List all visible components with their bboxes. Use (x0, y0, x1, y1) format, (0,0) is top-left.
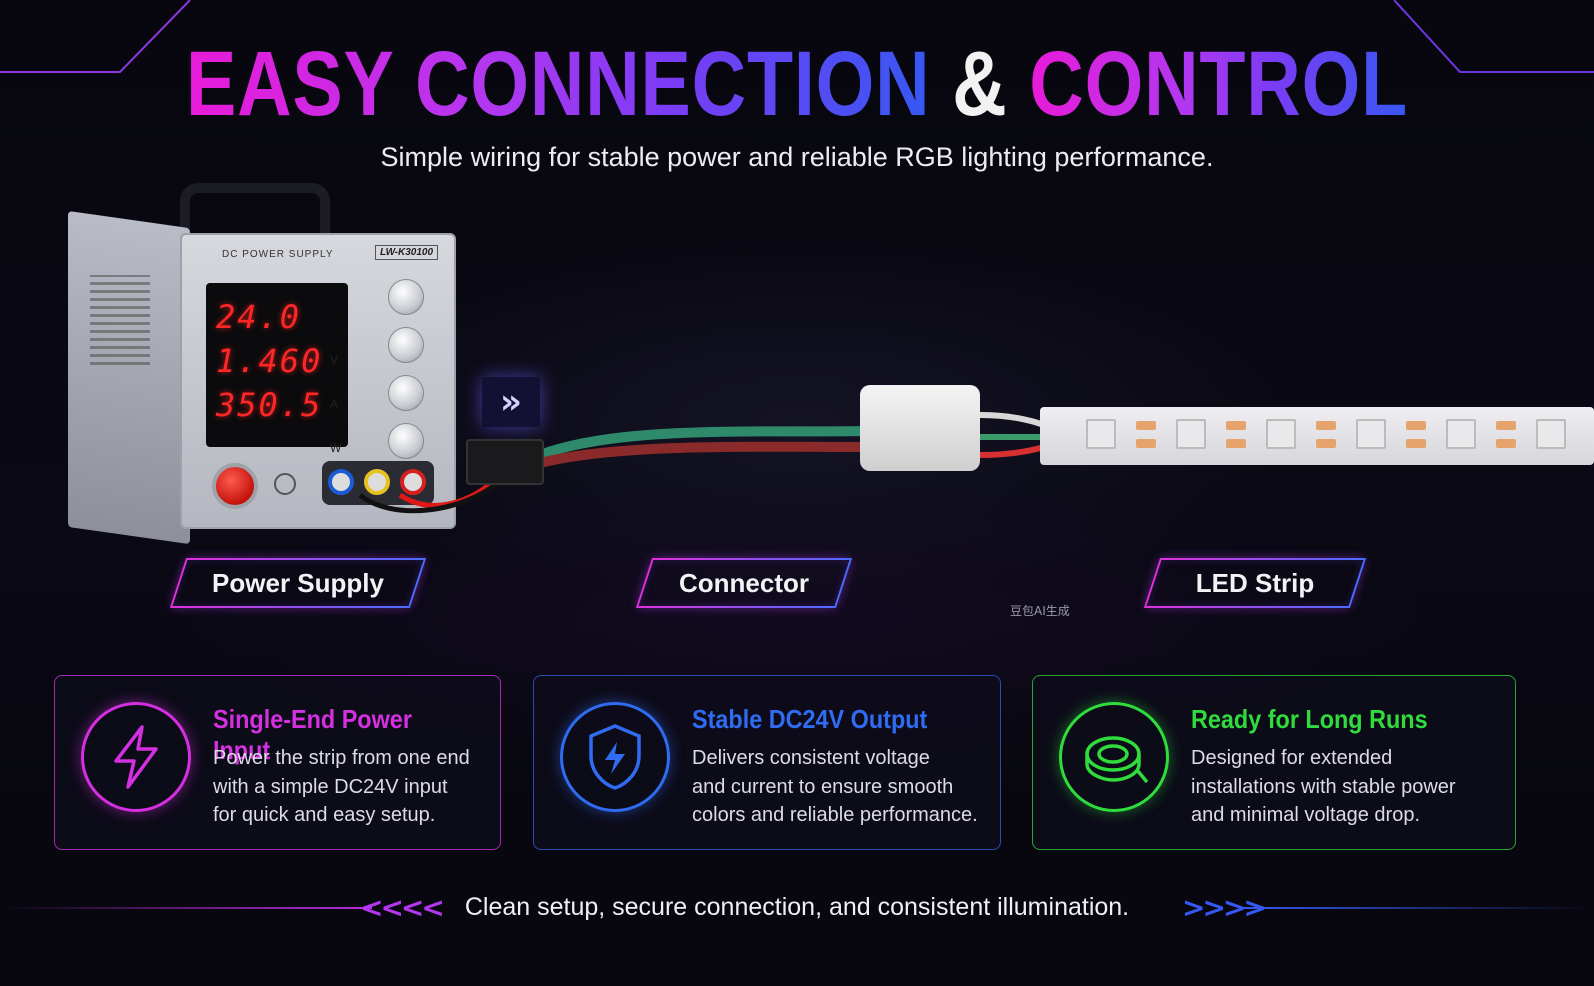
label-power-supply: Power Supply (169, 558, 427, 608)
card-description: Delivers consistent voltage and current … (692, 744, 992, 830)
lightning-icon (81, 702, 191, 812)
psu-brand-label: DC POWER SUPPLY (222, 249, 334, 260)
footer-right-line (1240, 907, 1594, 909)
psu-vents (90, 275, 150, 365)
led-chip (1086, 419, 1116, 449)
solder-pad (1226, 421, 1246, 430)
label-led-strip: LED Strip (1143, 558, 1367, 608)
solder-pad (1406, 439, 1426, 448)
card-line: and minimal voltage drop. (1191, 804, 1421, 826)
led-chip (1266, 419, 1296, 449)
product-scene: DC POWER SUPPLY LW-K30100 24.0 1.460 350… (0, 175, 1594, 555)
card-title: Ready for Long Runs (1191, 704, 1428, 734)
led-chip (1536, 419, 1566, 449)
psu-terminals (322, 461, 434, 505)
current-unit: A (330, 397, 339, 411)
feature-card-dc24v-output: Stable DC24V Output Delivers consistent … (533, 675, 1001, 850)
power-supply-unit: DC POWER SUPPLY LW-K30100 24.0 1.460 350… (180, 233, 456, 529)
footer-left-line (0, 907, 372, 909)
card-line: with a simple DC24V input (213, 775, 448, 798)
chevron-left-icon: <<<< (360, 891, 445, 924)
psu-knob-4 (388, 423, 424, 459)
voltage-unit: V (330, 353, 339, 367)
double-chevron-icon: » (482, 377, 540, 427)
strip-reel-icon (1059, 702, 1169, 812)
feature-card-long-runs: Ready for Long Runs Designed for extende… (1032, 675, 1516, 850)
current-readout: 1.460 (216, 342, 323, 380)
psu-knob-2 (388, 327, 424, 363)
solder-pad (1316, 439, 1336, 448)
label-text: Connector (679, 567, 809, 598)
label-connector: Connector (635, 558, 853, 608)
solder-pad (1496, 421, 1516, 430)
footer-tagline: Clean setup, secure connection, and cons… (464, 893, 1130, 921)
psu-knob-3 (388, 375, 424, 411)
solder-pad (1496, 439, 1516, 448)
psu-display: 24.0 1.460 350.5 (206, 283, 348, 447)
terminal-yellow (364, 469, 390, 495)
title-part-2: CONTROL (1029, 33, 1409, 135)
led-chip (1356, 419, 1386, 449)
psu-usb-port (274, 473, 296, 495)
wiring-cables (358, 412, 1046, 514)
led-chip (1176, 419, 1206, 449)
page-title: EASY CONNECTION & CONTROL (143, 38, 1450, 130)
psu-model-label: LW-K30100 (375, 245, 438, 260)
card-line: installations with stable power (1191, 775, 1456, 798)
power-readout: 350.5 (216, 386, 323, 424)
psu-knob-1 (388, 279, 424, 315)
shield-icon (560, 702, 670, 812)
card-line: for quick and easy setup. (213, 804, 436, 826)
psu-handle (180, 183, 330, 233)
terminal-red (400, 469, 426, 495)
card-description: Power the strip from one end with a simp… (213, 744, 513, 830)
jst-connector-plug (466, 439, 544, 485)
card-line: Designed for extended (1191, 747, 1393, 769)
solder-pad (1316, 421, 1336, 430)
voltage-readout: 24.0 (216, 298, 302, 336)
psu-power-button (212, 463, 258, 509)
card-line: colors and reliable performance. (692, 804, 978, 826)
title-part-1: EASY CONNECTION (185, 33, 931, 135)
page-subtitle: Simple wiring for stable power and relia… (380, 142, 1214, 172)
solder-pad (1226, 439, 1246, 448)
terminal-blue (328, 469, 354, 495)
solder-pad (1406, 421, 1426, 430)
card-line: Delivers consistent voltage (692, 747, 930, 769)
led-strip (1040, 407, 1594, 465)
feature-card-power-input: Single-End Power Input Power the strip f… (54, 675, 501, 850)
label-text: Power Supply (212, 567, 384, 598)
card-title: Single-End Power Input (213, 704, 412, 765)
card-line: and current to ensure smooth (692, 775, 954, 798)
top-left-neon-line (0, 0, 191, 73)
title-ampersand: & (952, 33, 1008, 135)
connector-housing (860, 385, 980, 471)
card-title: Stable DC24V Output (692, 704, 928, 734)
card-line: Power the strip from one end (213, 747, 470, 769)
solder-pad (1136, 421, 1156, 430)
card-description: Designed for extended installations with… (1191, 744, 1491, 830)
led-chip (1446, 419, 1476, 449)
power-unit: W (330, 441, 342, 455)
label-text: LED Strip (1195, 567, 1315, 598)
solder-pad (1136, 439, 1156, 448)
top-right-neon-line (1394, 0, 1594, 73)
watermark: 豆包AI生成 (1010, 604, 1070, 618)
